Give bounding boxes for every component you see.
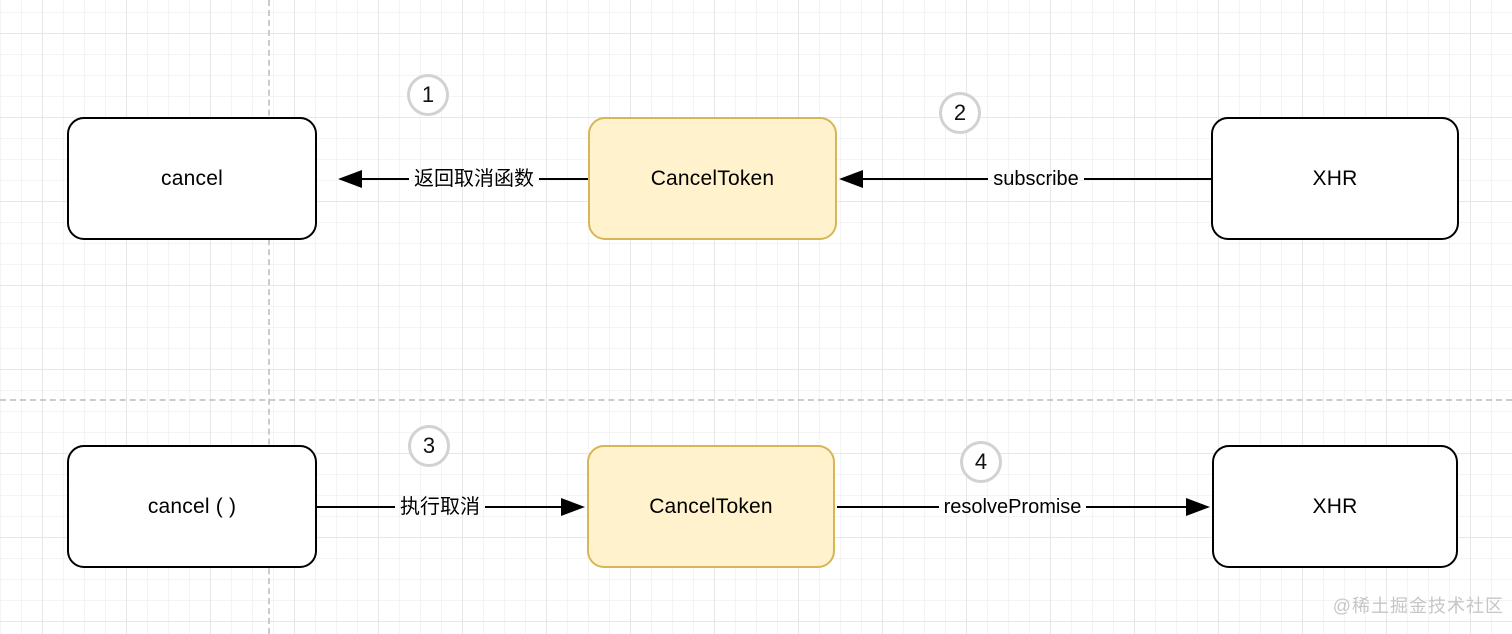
node-label: cancel bbox=[161, 166, 223, 190]
node-xhr-bottom: XHR bbox=[1212, 445, 1458, 568]
node-label: XHR bbox=[1312, 494, 1358, 518]
edge-label: 返回取消函数 bbox=[414, 168, 534, 190]
juejin-watermark: @稀土掘金技术社区 bbox=[1332, 596, 1504, 616]
node-cancel-call: cancel ( ) bbox=[67, 445, 317, 568]
step-badge-2: 2 bbox=[939, 92, 981, 134]
node-label: CancelToken bbox=[649, 494, 773, 518]
edge-label: resolvePromise bbox=[943, 496, 1082, 518]
arrowhead-right-icon bbox=[561, 498, 585, 516]
step-number: 3 bbox=[422, 433, 436, 458]
edge-label: 执行取消 bbox=[400, 496, 480, 518]
arrowhead-right-icon bbox=[1186, 498, 1211, 516]
step-badge-3: 3 bbox=[408, 425, 450, 467]
edge-subscribe: subscribe bbox=[839, 167, 1212, 191]
arrowhead-left-icon bbox=[839, 170, 863, 188]
node-cancel: cancel bbox=[67, 117, 317, 240]
node-cancel-token-bottom: CancelToken bbox=[587, 445, 835, 568]
node-label: XHR bbox=[1312, 166, 1358, 190]
node-label: cancel ( ) bbox=[147, 494, 237, 518]
node-xhr-top: XHR bbox=[1211, 117, 1459, 240]
edge-resolve-promise: resolvePromise bbox=[837, 495, 1211, 519]
step-number: 2 bbox=[953, 100, 967, 125]
edge-execute-cancel: 执行取消 bbox=[317, 495, 585, 519]
horizontal-dashed-guide bbox=[0, 399, 1512, 401]
step-badge-1: 1 bbox=[407, 74, 449, 116]
vertical-dashed-guide bbox=[268, 0, 270, 634]
arrowhead-left-icon bbox=[338, 170, 362, 188]
edge-return-cancel-fn: 返回取消函数 bbox=[338, 167, 588, 191]
edge-label: subscribe bbox=[993, 168, 1079, 190]
node-cancel-token-top: CancelToken bbox=[588, 117, 837, 240]
step-badge-4: 4 bbox=[960, 441, 1002, 483]
step-number: 1 bbox=[421, 82, 435, 107]
node-label: CancelToken bbox=[650, 166, 775, 190]
step-number: 4 bbox=[974, 449, 988, 474]
